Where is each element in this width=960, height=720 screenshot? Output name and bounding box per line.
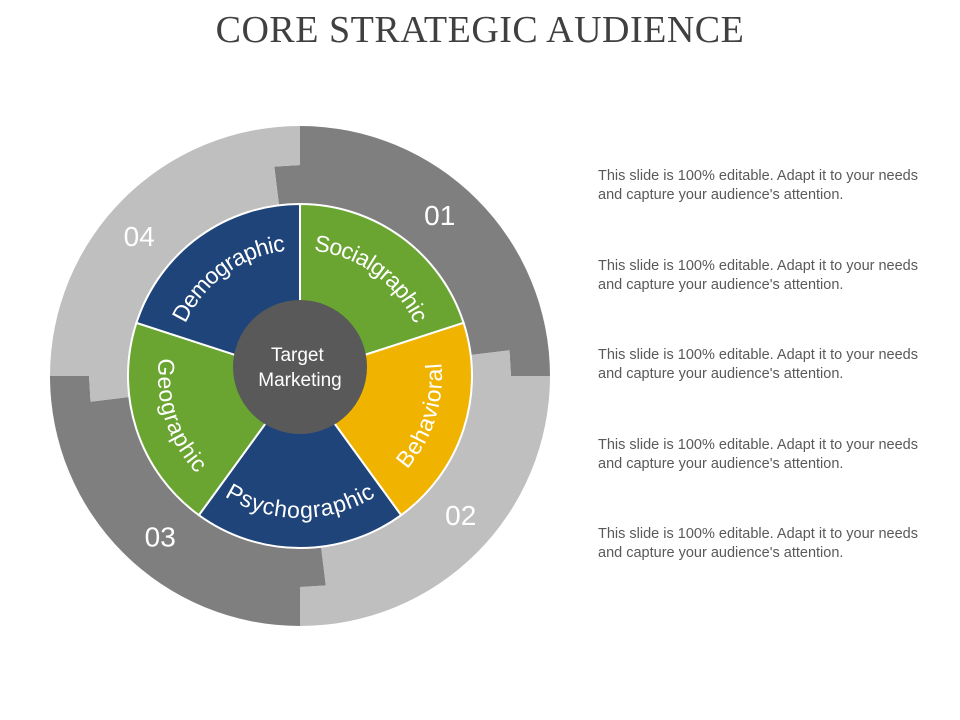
quadrant-number-01: 01 xyxy=(424,200,455,231)
note-text-4: This slide is 100% editable. Adapt it to… xyxy=(598,436,918,472)
outer-quadrant-01 xyxy=(274,126,550,376)
slide-title: CORE STRATEGIC AUDIENCE xyxy=(215,9,745,51)
outer-quadrant-02 xyxy=(300,350,550,626)
segment-psychographic xyxy=(197,374,403,549)
center-label-line-2: Marketing xyxy=(258,370,341,391)
outer-quadrant-03 xyxy=(50,376,326,626)
quadrant-number-02: 02 xyxy=(445,500,476,531)
target-marketing-label: Target Marketing xyxy=(258,345,341,391)
quadrant-number-03: 03 xyxy=(145,521,176,552)
outer-ring: 01 02 03 04 xyxy=(50,126,550,626)
note-text-3: This slide is 100% editable. Adapt it to… xyxy=(598,347,918,382)
target-marketing-hub xyxy=(233,300,367,434)
outer-quadrant-04 xyxy=(50,126,300,402)
note-text-2: This slide is 100% editable. Adapt it to… xyxy=(598,257,918,293)
note-text-5: This slide is 100% editable. Adapt it to… xyxy=(598,526,918,561)
inner-ring: SocialgraphicBehavioralPsychographicGeog… xyxy=(127,202,473,549)
quadrant-number-04: 04 xyxy=(124,221,155,252)
center-label-line-1: Target xyxy=(271,345,325,366)
note-text-1: This slide is 100% editable. Adapt it to… xyxy=(598,168,918,203)
notes-column: This slide is 100% editable. Adapt it to… xyxy=(598,167,918,615)
